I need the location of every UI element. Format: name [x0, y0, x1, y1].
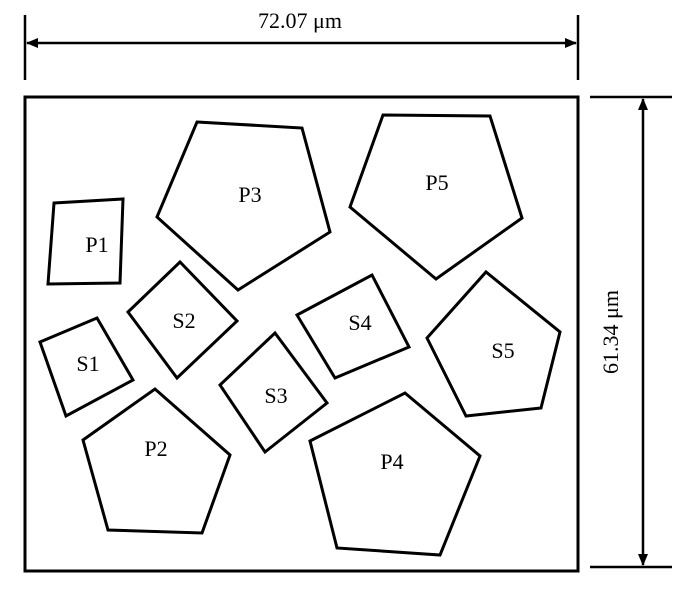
height-label: 61.34 μm — [598, 290, 623, 374]
label-p3: P3 — [238, 182, 261, 207]
label-p2: P2 — [144, 436, 167, 461]
shape-s2 — [126, 259, 240, 381]
shape-p2 — [81, 387, 232, 535]
shape-p4 — [308, 391, 482, 557]
label-p4: P4 — [380, 449, 403, 474]
shape-s5 — [425, 269, 562, 418]
shape-s3 — [218, 330, 330, 455]
domain-boundary — [23, 95, 580, 573]
label-s1: S1 — [76, 351, 99, 376]
label-s4: S4 — [348, 310, 371, 335]
shape-p5 — [348, 113, 524, 281]
shape-p3 — [155, 120, 332, 292]
shape-s4 — [294, 272, 412, 380]
label-s5: S5 — [491, 338, 514, 363]
label-s2: S2 — [172, 308, 195, 333]
shape-s1 — [38, 316, 136, 419]
label-s3: S3 — [264, 383, 287, 408]
label-p1: P1 — [85, 232, 108, 257]
width-label: 72.07 μm — [258, 8, 342, 33]
shape-p1 — [46, 197, 125, 286]
label-p5: P5 — [425, 170, 448, 195]
